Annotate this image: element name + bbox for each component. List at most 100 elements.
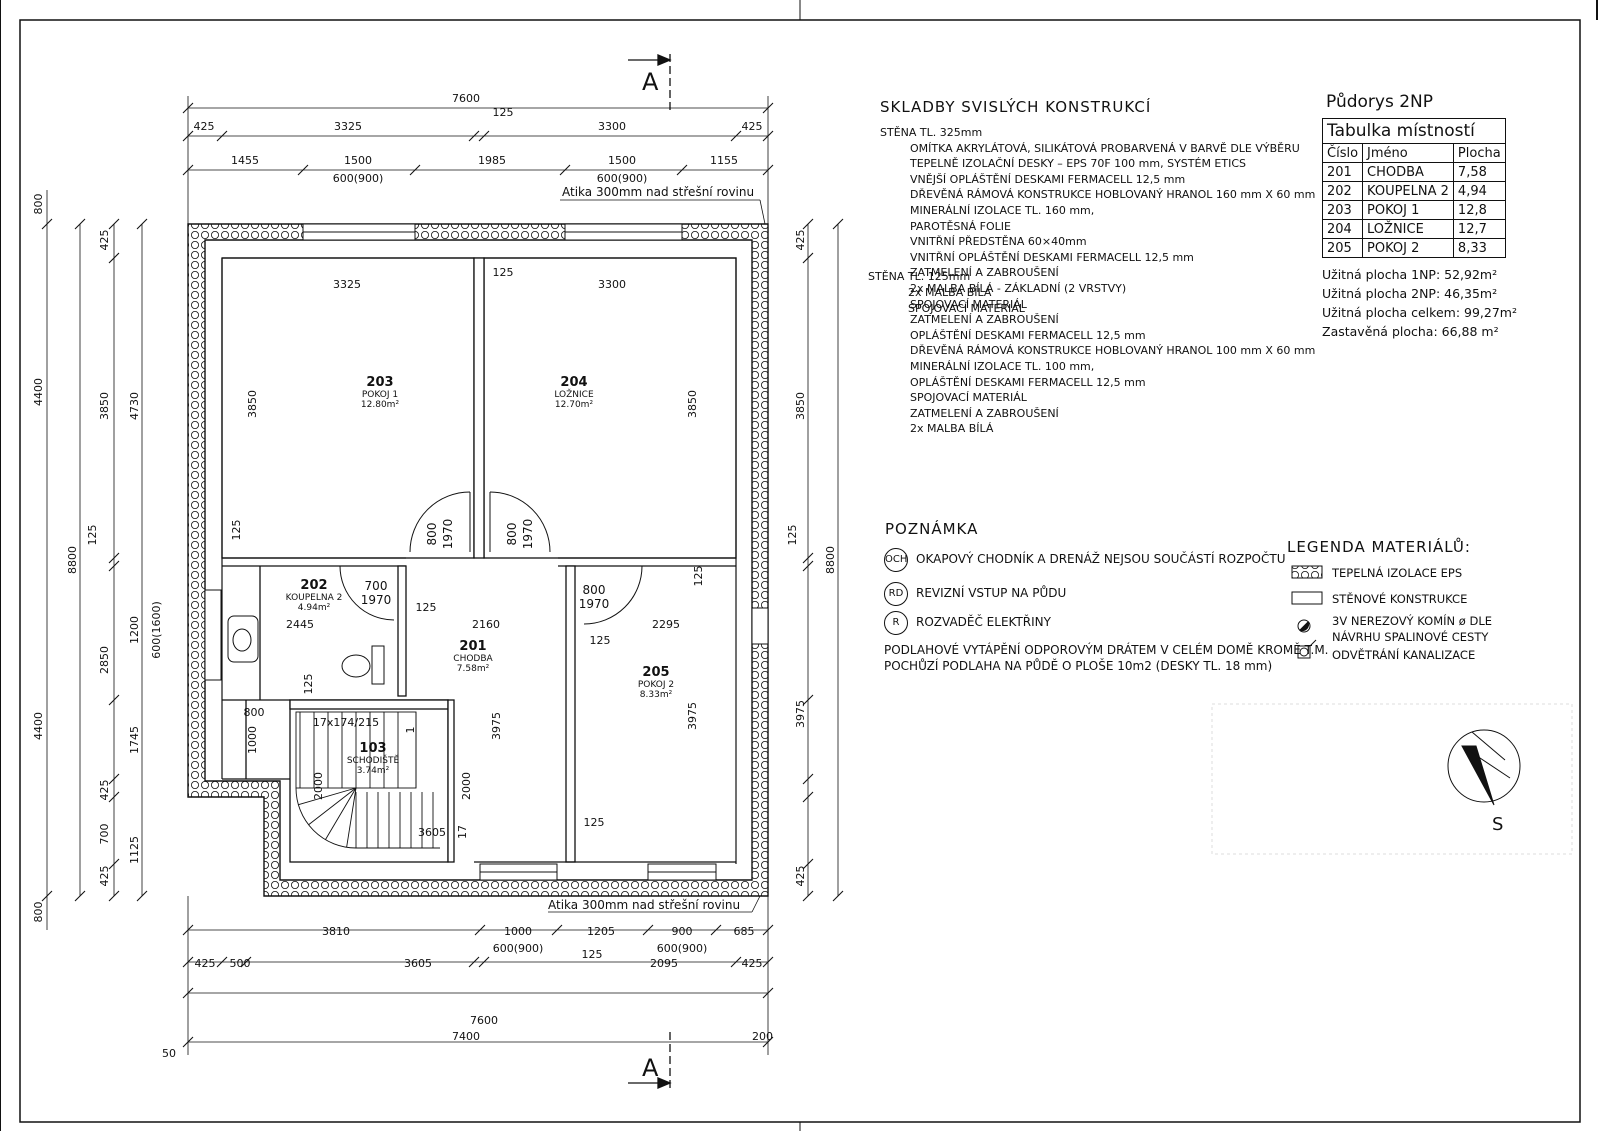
dim-tick [108, 694, 120, 706]
room-name: LOŽNICE [554, 388, 594, 400]
legend-item: NÁVRHU SPALINOVÉ CESTY [1332, 630, 1489, 644]
vent-icon [1297, 639, 1317, 659]
dim-left-16: 600(1600) [150, 601, 163, 659]
room-number: 202 [300, 578, 327, 593]
attic-leaders [548, 199, 766, 913]
table-caption: Tabulka místností [1322, 118, 1506, 144]
dim-top1-1: 3325 [334, 120, 362, 133]
dim-top1-3: 3300 [598, 120, 626, 133]
spec-line: STĚNA TL. 325mm [880, 126, 983, 139]
dim-right-2: 125 [786, 525, 799, 546]
dim-int-6: 2445 [286, 618, 314, 631]
dim-left-12: 425 [98, 866, 111, 887]
dim-int-19: 125 [302, 674, 315, 695]
dim-left-6: 3850 [98, 392, 111, 420]
north-arrow [1447, 729, 1521, 806]
door-0-w: 800 [425, 523, 439, 546]
table-header: Plocha [1452, 143, 1506, 163]
dim-int-1: 125 [493, 266, 514, 279]
dim-tick [478, 130, 490, 142]
dim-tick [710, 924, 722, 936]
dimension-lines [46, 96, 839, 1055]
dim-int-10: 125 [590, 634, 611, 647]
spec-line: PAROTĚSNÁ FOLIE [910, 219, 1011, 233]
dim-tick [762, 102, 774, 114]
dim-tick [108, 552, 120, 564]
room-205: 205 POKOJ 2 8.33m² [638, 665, 674, 700]
dim-tick [551, 924, 563, 936]
dim-tick [41, 890, 53, 902]
door-1-w: 800 [505, 523, 519, 546]
note-footer-line: POCHŮZÍ PODLAHA NA PŮDĚ O PLOŠE 10m2 (DE… [884, 659, 1273, 673]
attic-note-bottom: Atika 300mm nad střešní rovinu [548, 898, 740, 912]
top-windows [302, 223, 683, 241]
dim-left-offset: 50 [162, 1047, 176, 1060]
dim-bot-window-1: 600(900) [657, 942, 708, 955]
dim-left-10: 425 [98, 780, 111, 801]
dim-tick [802, 218, 814, 230]
dim-tick [802, 252, 814, 264]
dim-tick [474, 924, 486, 936]
room-name: POKOJ 2 [638, 680, 674, 690]
dim-tick [108, 858, 120, 870]
door-2-h: 1970 [361, 593, 392, 607]
dim-tick [108, 560, 120, 572]
door-2-w: 700 [365, 579, 388, 593]
dim-int-7: 2160 [472, 618, 500, 631]
spec-line: TEPELNĚ IZOLAČNÍ DESKY – EPS 70F 100 mm,… [910, 157, 1247, 171]
spec-title: SKLADBY SVISLÝCH KONSTRUKCÍ [880, 98, 1152, 116]
dim-top1-0: 425 [194, 120, 215, 133]
note-tag-icon: RD [884, 582, 908, 606]
dim-left-9: 1745 [128, 726, 141, 754]
spec-line: VNITŘNÍ OPLÁŠTĚNÍ DESKAMI FERMACELL 12,5… [910, 250, 1194, 264]
room-203: 203 POKOJ 1 12.80m² [361, 375, 400, 410]
room-area: 8.33m² [640, 690, 673, 700]
spec-line: DŘEVĚNÁ RÁMOVÁ KONSTRUKCE HOBLOVANÝ HRAN… [910, 188, 1316, 202]
dim-bot1-4: 685 [734, 925, 755, 938]
dim-tick [468, 956, 480, 968]
table-cell: CHODBA [1362, 162, 1454, 182]
room-area: 7.58m² [457, 664, 490, 674]
dim-bot2-0: 425 [195, 957, 216, 970]
dim-left-15: 1125 [128, 836, 141, 864]
table-cell: 205 [1321, 238, 1364, 258]
north-symbol: S [1492, 814, 1503, 835]
room-name: CHODBA [453, 654, 493, 664]
dim-tick [182, 987, 194, 999]
dim-right-3: 3975 [794, 700, 807, 728]
spec-line: ZATMELENÍ A ZABROUŠENÍ [910, 266, 1059, 280]
legend-item: ODVĚTRÁNÍ KANALIZACE [1332, 648, 1476, 662]
dim-bot1-1: 1000 [504, 925, 532, 938]
spec-overlap-line: SPOJOVACÍ MATERIÁL [908, 302, 1025, 315]
table-cell: KOUPELNA 2 [1362, 181, 1454, 201]
dim-int-20: 1 [404, 727, 417, 734]
dim-tick [468, 130, 480, 142]
spec-line: SPOJOVACÍ MATERIÁL [910, 297, 1027, 311]
interior-walls [221, 257, 737, 863]
area-line: Zastavěná plocha: 66,88 m² [1322, 324, 1499, 339]
legend-item: TEPELNÁ IZOLACE EPS [1332, 566, 1463, 580]
legend-item: 3V NEREZOVÝ KOMÍN ø DLE [1332, 614, 1492, 628]
table-cell: 12,8 [1452, 200, 1506, 220]
dim-tick [762, 1036, 774, 1048]
attic-note-top: Atika 300mm nad střešní rovinu [562, 185, 754, 199]
eps-hatch-icon [1291, 565, 1323, 579]
spec-line: OMÍTKA AKRYLÁTOVÁ, SILIKÁTOVÁ PROBARVENÁ… [910, 141, 1300, 155]
dim-right-0: 425 [794, 230, 807, 251]
bottom-windows [204, 589, 769, 881]
dim-top2-3: 1500 [608, 154, 636, 167]
dim-int-4: 3850 [686, 390, 699, 418]
dim-tick [74, 218, 86, 230]
dim-left-8: 2850 [98, 646, 111, 674]
spec-line: DŘEVĚNÁ RÁMOVÁ KONSTRUKCE HOBLOVANÝ HRAN… [910, 344, 1316, 358]
dim-bot1-3: 900 [672, 925, 693, 938]
dim-left-11: 700 [98, 824, 111, 845]
table-cell: 4,94 [1452, 181, 1506, 201]
area-line: Užitná plocha 2NP: 46,35m² [1322, 286, 1498, 301]
dim-int-17: 17 [456, 825, 469, 839]
dim-tick [182, 102, 194, 114]
sanitary-fixtures [227, 615, 385, 685]
